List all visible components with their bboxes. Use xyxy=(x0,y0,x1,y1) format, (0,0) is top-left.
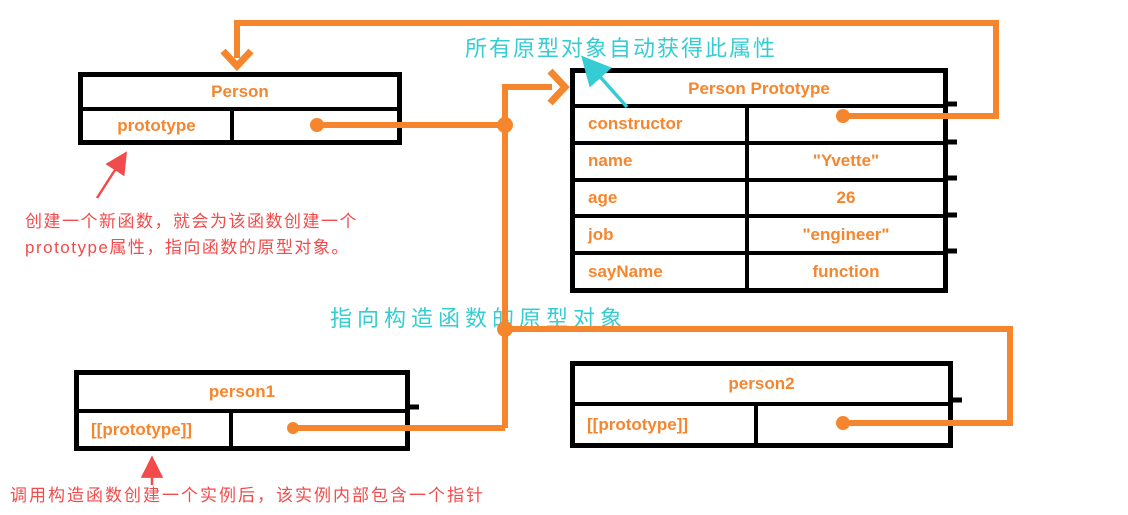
person1-prototype-key-cell: [[prototype]] xyxy=(79,413,233,446)
person1-pointer-cell xyxy=(233,413,405,446)
job-key-cell: job xyxy=(575,218,749,252)
prototype-pointer-cell xyxy=(234,111,397,140)
person-box-title: Person xyxy=(83,77,397,111)
red-arrow-to-prototype-cell xyxy=(95,151,128,199)
person1-box-title: person1 xyxy=(79,375,405,413)
person2-box-title: person2 xyxy=(575,366,948,406)
table-row: age 26 xyxy=(575,177,943,215)
arrowhead-right-person-prototype xyxy=(547,68,570,106)
table-row: [[prototype]] xyxy=(575,406,948,443)
table-row: prototype xyxy=(83,111,397,140)
name-value-cell: "Yvette" xyxy=(812,151,880,171)
constructor-key-cell: constructor xyxy=(575,108,749,141)
function-creation-note: 创建一个新函数，就会为该函数创建一个 prototype属性，指向函数的原型对象… xyxy=(25,209,358,261)
table-row: job "engineer" xyxy=(575,214,943,252)
function-creation-note-line1: 创建一个新函数，就会为该函数创建一个 xyxy=(25,212,358,231)
points-to-prototype-note: 指向构造函数的原型对象 xyxy=(330,306,628,331)
person2-prototype-key-cell: [[prototype]] xyxy=(575,406,758,443)
constructor-pointer-cell xyxy=(749,108,943,141)
prototype-key-cell: prototype xyxy=(83,111,234,140)
person1-instance-box: person1 [[prototype]] xyxy=(74,370,410,451)
table-row: [[prototype]] xyxy=(79,413,405,446)
sayname-value-cell: function xyxy=(812,261,880,281)
age-value-cell: 26 xyxy=(836,187,856,207)
connector-trunk xyxy=(502,84,552,428)
person-prototype-box-title: Person Prototype xyxy=(575,73,943,108)
age-key-cell: age xyxy=(575,181,749,215)
person2-pointer-cell xyxy=(758,406,948,443)
function-creation-note-line2: prototype属性，指向函数的原型对象。 xyxy=(25,238,350,257)
table-row: sayName function xyxy=(575,251,943,288)
person-constructor-box: Person prototype xyxy=(78,72,402,145)
person2-instance-box: person2 [[prototype]] xyxy=(570,361,953,448)
table-row: name "Yvette" xyxy=(575,140,943,178)
person-prototype-box: Person Prototype constructor name "Yvett… xyxy=(570,68,948,293)
junction-dot-upper xyxy=(497,117,513,133)
name-key-cell: name xyxy=(575,144,749,178)
table-row: constructor xyxy=(575,108,943,141)
instance-pointer-note: 调用构造函数创建一个实例后，该实例内部包含一个指针 xyxy=(10,486,485,505)
arrowhead-down-person xyxy=(220,48,254,72)
sayname-key-cell: sayName xyxy=(575,255,749,288)
auto-property-note: 所有原型对象自动获得此属性 xyxy=(465,36,778,61)
job-value-cell: "engineer" xyxy=(802,224,890,244)
